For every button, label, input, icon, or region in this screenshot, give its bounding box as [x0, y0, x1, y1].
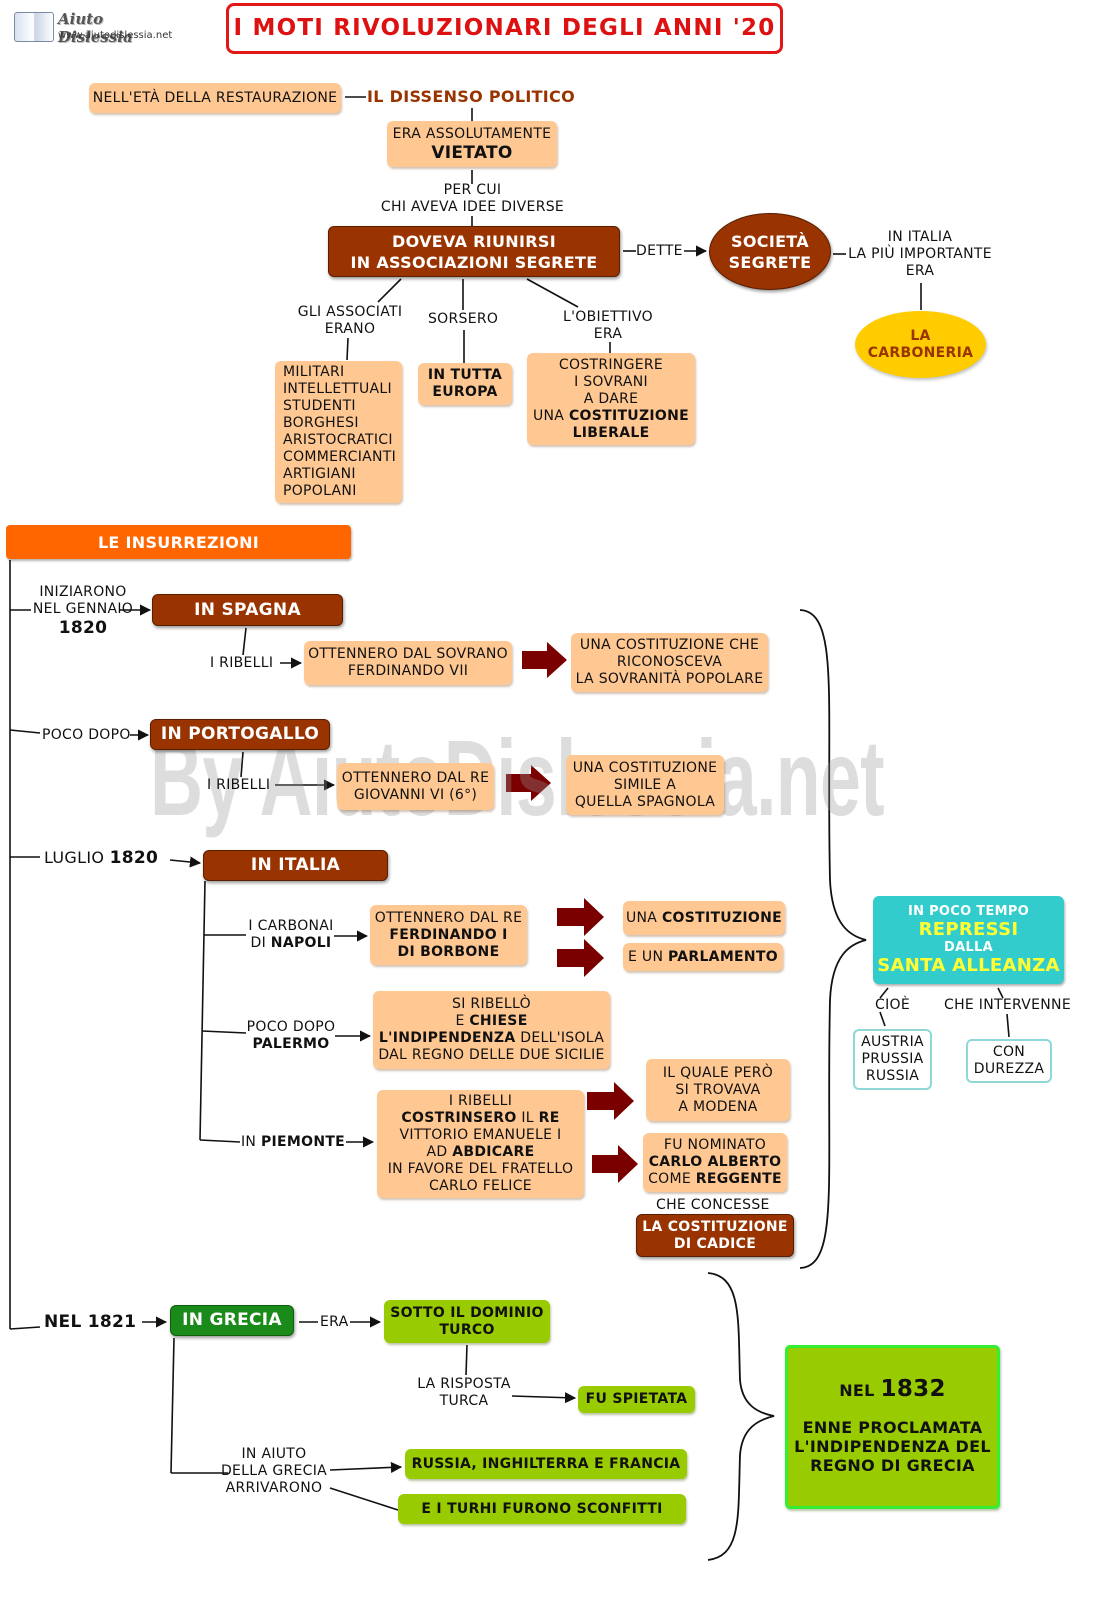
indipendenza-grecia-box: NEL 1832 ENNE PROCLAMATA L'INDIPENDENZA … [785, 1345, 1000, 1509]
costituzione-liberale-box: COSTRINGERE I SOVRANI A DARE UNA COSTITU… [527, 353, 695, 445]
logo[interactable]: Aiuto Dislessia www.aiutodislessia.net [14, 8, 172, 46]
portogallo-box: IN PORTOGALLO [150, 719, 330, 750]
sconfitti-box: E I TURHI FURONO SCONFITTI [398, 1494, 686, 1524]
cioe-label: CIOÈ [875, 997, 910, 1013]
napoli-parlamento-box: E UN PARLAMENTO [623, 943, 783, 971]
insurrezioni-header: LE INSURREZIONI [6, 525, 351, 559]
italia-when: LUGLIO 1820 [44, 848, 159, 868]
restaurazione-box: NELL'ETÀ DELLA RESTAURAZIONE [89, 83, 341, 113]
durezza-box: CON DUREZZA [966, 1039, 1052, 1083]
spagna-when: INIZIARONO NEL GENNAIO 1820 [32, 584, 134, 638]
europa-box: IN TUTTA EUROPA [418, 363, 512, 405]
italia-importante-label: IN ITALIA LA PIÙ IMPORTANTE ERA [848, 229, 992, 279]
cadice-box: LA COSTITUZIONE DI CADICE [636, 1214, 794, 1257]
logo-book-icon [14, 12, 54, 42]
carboneria-oval: LA CARBONERIA [855, 311, 986, 378]
sorsero-label: SORSERO [428, 311, 499, 327]
societa-segrete-oval: SOCIETÀ SEGRETE [709, 213, 831, 290]
dissenso-label: IL DISSENSO POLITICO [367, 87, 575, 106]
grecia-era: ERA [320, 1314, 349, 1330]
spagna-box: IN SPAGNA [152, 594, 343, 626]
spagna-result-box: UNA COSTITUZIONE CHE RICONOSCEVA LA SOVR… [571, 633, 768, 692]
piemonte-label: IN PIEMONTE [241, 1134, 346, 1150]
members-box: MILITARI INTELLETTUALI STUDENTI BORGHESI… [275, 361, 402, 503]
logo-url: www.aiutodislessia.net [58, 30, 173, 41]
aiuto-label: IN AIUTO DELLA GRECIA ARRIVARONO [220, 1446, 328, 1496]
percui-label: PER CUI CHI AVEVA IDEE DIVERSE [380, 182, 565, 215]
italia-box: IN ITALIA [203, 850, 388, 881]
portogallo-ottennero-box: OTTENNERO DAL RE GIOVANNI VI (6°) [337, 763, 494, 810]
turco-box: SOTTO IL DOMINIO TURCO [384, 1300, 550, 1343]
dette-label: DETTE [636, 243, 683, 259]
carlo-alberto-box: FU NOMINATO CARLO ALBERTO COME REGGENTE [643, 1133, 787, 1192]
napoli-ottennero-box: OTTENNERO DAL RE FERDINANDO I DI BORBONE [370, 905, 527, 965]
napoli-label: I CARBONAI DI NAPOLI [248, 918, 334, 951]
napoli-costituzione-box: UNA COSTITUZIONE [623, 901, 785, 935]
spagna-ottennero-box: OTTENNERO DAL SOVRANO FERDINANDO VII [304, 641, 512, 685]
piemonte-box: I RIBELLI COSTRINSERO IL RE VITTORIO EMA… [377, 1090, 584, 1198]
palermo-label: POCO DOPO PALERMO [246, 1019, 336, 1052]
alleati-box: RUSSIA, INGHILTERRA E FRANCIA [405, 1449, 687, 1479]
risposta-label: LA RISPOSTA TURCA [417, 1376, 511, 1409]
stati-box: AUSTRIA PRUSSIA RUSSIA [853, 1029, 932, 1090]
vietato-box: ERA ASSOLUTAMENTE VIETATO [387, 121, 557, 167]
grecia-when: NEL 1821 [44, 1312, 137, 1332]
page-title: I MOTI RIVOLUZIONARI DEGLI ANNI '20 [226, 3, 783, 54]
portogallo-result-box: UNA COSTITUZIONE SIMILE A QUELLA SPAGNOL… [566, 755, 724, 815]
portogallo-ribelli: I RIBELLI [207, 777, 271, 793]
concesse-label: CHE CONCESSE [656, 1197, 770, 1213]
associati-label: GLI ASSOCIATI ERANO [297, 304, 403, 337]
logo-title: Aiuto Dislessia [58, 10, 133, 46]
riunirsi-box: DOVEVA RIUNIRSI IN ASSOCIAZIONI SEGRETE [328, 226, 620, 277]
portogallo-when: POCO DOPO [42, 727, 131, 743]
grecia-box: IN GRECIA [170, 1305, 294, 1336]
spietata-box: FU SPIETATA [578, 1386, 695, 1413]
repressi-box: IN POCO TEMPO REPRESSI DALLA SANTA ALLEA… [873, 896, 1064, 984]
palermo-box: SI RIBELLÒ E CHIESE L'INDIPENDENZA DELL'… [373, 991, 610, 1069]
modena-box: IL QUALE PERÒ SI TROVAVA A MODENA [646, 1059, 790, 1121]
obiettivo-label: L'OBIETTIVO ERA [563, 309, 653, 342]
spagna-ribelli: I RIBELLI [210, 655, 274, 671]
intervenne-label: CHE INTERVENNE [944, 997, 1071, 1013]
